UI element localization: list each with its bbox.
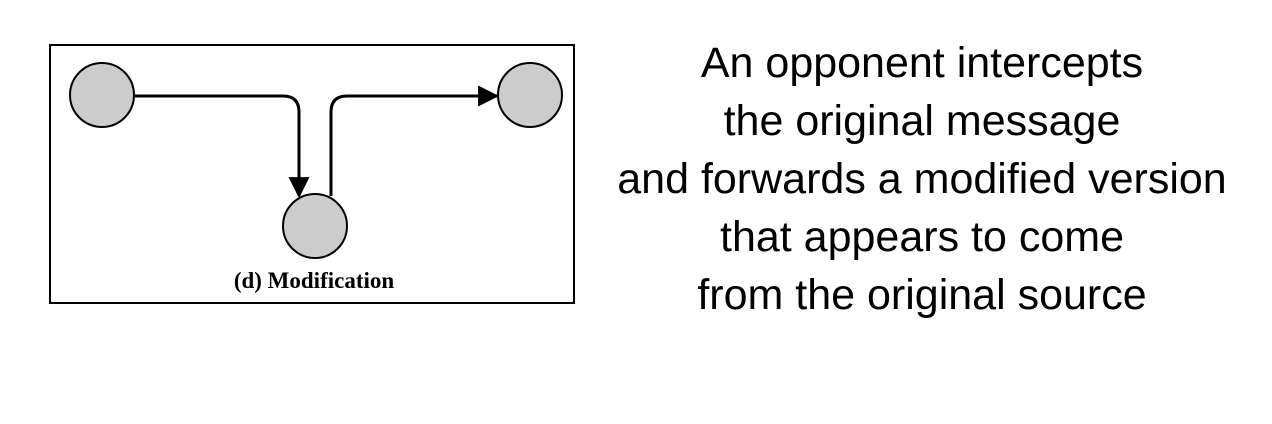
node-source <box>69 62 135 128</box>
diagram-caption: (d) Modification <box>233 268 395 293</box>
diagram-frame: (d) Modification <box>49 44 575 304</box>
edge-opponent-to-destination <box>329 85 500 196</box>
node-destination <box>497 62 563 128</box>
description-text: An opponent intercepts the original mess… <box>575 34 1269 324</box>
description-line: An opponent intercepts <box>700 39 1144 87</box>
description-line: the original message <box>723 97 1121 145</box>
description-line: that appears to come <box>720 213 1124 261</box>
description-line: and forwards a modified version <box>617 155 1227 203</box>
node-opponent <box>282 193 348 259</box>
description-line: from the original source <box>697 271 1147 319</box>
edge-source-to-opponent <box>133 94 310 199</box>
modification-diagram <box>69 62 563 259</box>
